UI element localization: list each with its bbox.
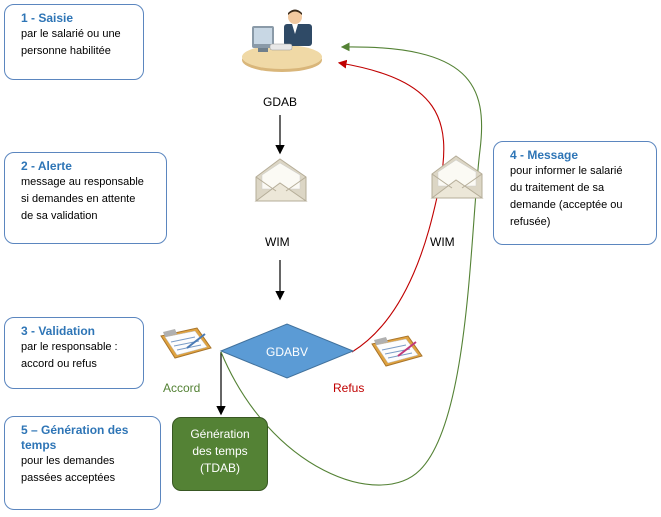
wim-right-label: WIM [430, 235, 455, 249]
step-desc-line: par le salarié ou une [21, 28, 121, 40]
step-message-box: 4 - Message pour informer le salarié du … [493, 141, 657, 245]
gdabv-label: GDABV [266, 345, 309, 359]
gdabv-decision-diamond [219, 323, 355, 379]
envelope-icon [254, 158, 308, 202]
tdab-line: (TDAB) [200, 461, 240, 475]
step-desc-line: pour les demandes [21, 455, 115, 467]
step-generation-box: 5 – Génération des temps pour les demand… [4, 416, 161, 510]
step-title: 1 - Saisie [21, 11, 74, 25]
step-desc-line: de sa validation [21, 210, 98, 222]
tdab-line: Génération [190, 427, 250, 441]
accord-line [220, 42, 483, 486]
step-desc-line: du traitement de sa [510, 182, 605, 194]
wim-left-label: WIM [265, 235, 290, 249]
step-title: 5 – Génération des temps [21, 423, 129, 452]
step-validation-box: 3 - Validation par le responsable : acco… [4, 317, 144, 389]
clipboard-icon [371, 335, 423, 367]
step-desc-line: refusée) [510, 216, 551, 228]
step-desc-line: message au responsable [21, 176, 144, 188]
step-desc-line: accord ou refus [21, 358, 97, 370]
step-desc-line: personne habilitée [21, 45, 111, 57]
step-desc-line: si demandes en attente [21, 193, 136, 205]
step-title: 2 - Alerte [21, 159, 72, 173]
refus-label: Refus [333, 381, 365, 395]
tdab-line: des temps [192, 444, 248, 458]
step-title: 3 - Validation [21, 324, 96, 338]
gdab-label: GDAB [263, 95, 298, 109]
generation-tdab-box: Génération des temps (TDAB) [172, 417, 268, 491]
step-desc-line: par le responsable : [21, 341, 118, 353]
clipboard-icon [160, 327, 212, 359]
step-desc-line: passées acceptées [21, 472, 116, 484]
envelope-icon [430, 155, 484, 199]
step-title: 4 - Message [510, 148, 579, 162]
refus-line [337, 59, 445, 353]
computer-user-icon [242, 9, 322, 72]
accord-label: Accord [163, 381, 201, 395]
step-alerte-box: 2 - Alerte message au responsable si dem… [4, 152, 167, 244]
step-saisie-box: 1 - Saisie par le salarié ou une personn… [4, 4, 144, 80]
step-desc-line: pour informer le salarié [510, 165, 623, 177]
step-desc-line: demande (acceptée ou [510, 199, 623, 211]
